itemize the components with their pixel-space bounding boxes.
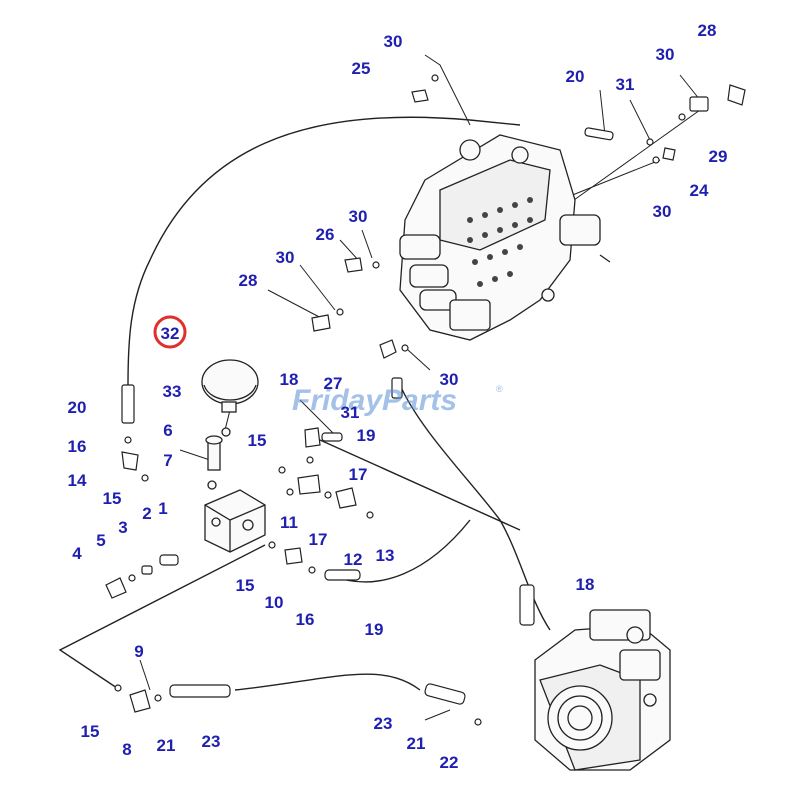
- callout-17b: 17: [309, 530, 328, 549]
- watermark-brand: FridayParts: [292, 384, 457, 417]
- highlight-ring: [153, 315, 187, 349]
- callout-31a: 31: [616, 75, 635, 94]
- watermark-mark: ®: [496, 384, 503, 394]
- callout-31b: 31: [341, 403, 360, 422]
- callout-24: 24: [690, 181, 709, 200]
- callout-32: 32: [161, 324, 180, 343]
- callout-1: 1: [158, 499, 167, 518]
- callout-19a: 19: [357, 426, 376, 445]
- callout-21a: 21: [157, 736, 176, 755]
- callout-2: 2: [142, 504, 151, 523]
- callout-17a: 17: [349, 465, 368, 484]
- callout-30e: 30: [276, 248, 295, 267]
- callout-14: 14: [68, 471, 87, 490]
- callout-29: 29: [709, 147, 728, 166]
- callout-28a: 28: [698, 21, 717, 40]
- callout-7: 7: [163, 451, 172, 470]
- callout-30f: 30: [440, 370, 459, 389]
- callout-30c: 30: [653, 202, 672, 221]
- callout-19b: 19: [365, 620, 384, 639]
- callout-11: 11: [280, 513, 298, 532]
- callout-16b: 16: [296, 610, 315, 629]
- callouts: 30 25 30 28 20 31 30 29 24 30 30 26 30 2…: [68, 21, 728, 772]
- callout-3: 3: [118, 518, 127, 537]
- hose-lines: [58, 54, 701, 721]
- callout-21b: 21: [407, 734, 426, 753]
- callout-23a: 23: [202, 732, 221, 751]
- callout-12: 12: [344, 550, 363, 569]
- control-valve: [399, 134, 611, 341]
- callout-30d: 30: [349, 207, 368, 226]
- callout-20b: 20: [68, 398, 87, 417]
- callout-8: 8: [122, 740, 131, 759]
- callout-20a: 20: [566, 67, 585, 86]
- callout-9: 9: [134, 642, 143, 661]
- callout-23b: 23: [374, 714, 393, 733]
- callout-28b: 28: [239, 271, 258, 290]
- callout-25: 25: [352, 59, 371, 78]
- callout-18a: 18: [280, 370, 299, 389]
- callout-6: 6: [163, 421, 172, 440]
- callout-15a: 15: [248, 431, 267, 450]
- callout-10: 10: [265, 593, 284, 612]
- callout-13: 13: [376, 546, 395, 565]
- watermark: FridayParts ®: [292, 384, 503, 417]
- callout-33: 33: [163, 382, 182, 401]
- fittings-bottom: [114, 683, 482, 726]
- fittings-left: [105, 377, 535, 626]
- fittings-top: [311, 74, 746, 359]
- callout-5: 5: [96, 531, 105, 550]
- callout-4: 4: [72, 544, 82, 563]
- solenoid-block: [204, 427, 266, 553]
- callout-15d: 15: [81, 722, 100, 741]
- callout-15b: 15: [103, 489, 122, 508]
- callout-30b: 30: [656, 45, 675, 64]
- callout-26: 26: [316, 225, 335, 244]
- callout-22: 22: [440, 753, 459, 772]
- callout-18b: 18: [576, 575, 595, 594]
- callout-30a: 30: [384, 32, 403, 51]
- hydraulic-pump: [534, 609, 671, 771]
- callout-15c: 15: [236, 576, 255, 595]
- callout-27: 27: [324, 374, 343, 393]
- callout-16a: 16: [68, 437, 87, 456]
- accumulator: [201, 359, 259, 413]
